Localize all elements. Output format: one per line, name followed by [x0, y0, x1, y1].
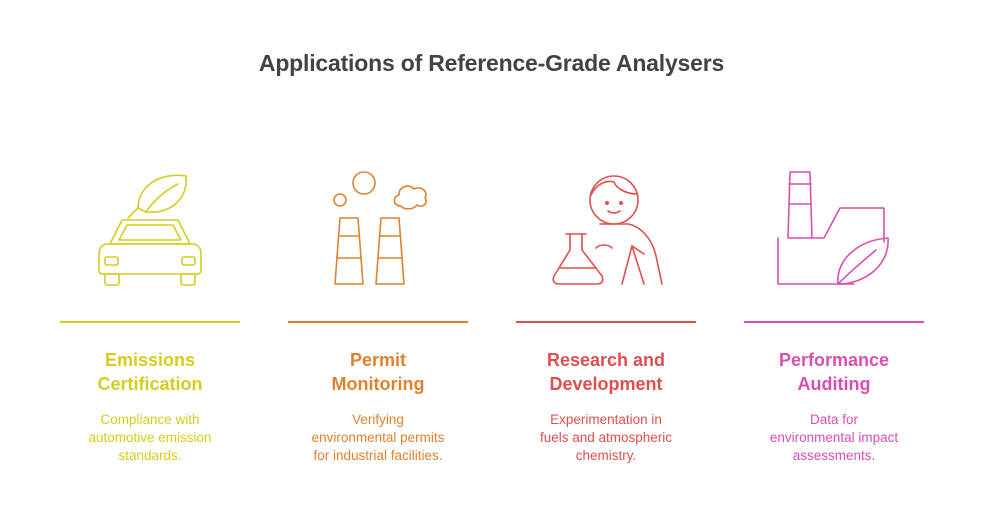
heading-line: Certification [97, 374, 203, 394]
description-line: fuels and atmospheric [539, 430, 673, 445]
car-leaf-icon [60, 160, 240, 295]
divider [60, 321, 240, 323]
item-description: Compliance with automotive emission stan… [50, 411, 250, 465]
item-description: Data for environmental impact assessment… [734, 411, 934, 465]
item-heading: Performance Auditing [744, 348, 924, 396]
heading-line: Monitoring [331, 374, 425, 394]
item-description: Experimentation in fuels and atmospheric… [506, 411, 706, 465]
description-line: Compliance with [100, 412, 200, 427]
heading-line: Performance [778, 350, 890, 370]
item-heading: Permit Monitoring [288, 348, 468, 396]
smokestacks-icon [288, 160, 468, 295]
heading-line: Research and [546, 350, 666, 370]
card-permit-monitoring: Permit Monitoring Verifying environmenta… [288, 160, 468, 463]
page-title: Applications of Reference-Grade Analyser… [258, 50, 725, 76]
description-line: automotive emission [88, 430, 212, 445]
description-line: Experimentation in [550, 412, 662, 427]
item-description: Verifying environmental permits for indu… [278, 411, 478, 465]
item-heading: Research and Development [516, 348, 696, 396]
heading-line: Development [549, 374, 663, 394]
divider [516, 321, 696, 323]
description-line: environmental impact [769, 430, 899, 445]
description-line: standards. [118, 448, 182, 463]
scientist-flask-icon [516, 160, 696, 295]
heading-line: Auditing [797, 374, 871, 394]
item-heading: Emissions Certification [60, 348, 240, 396]
description-line: Data for [809, 412, 859, 427]
description-line: Verifying [352, 412, 404, 427]
heading-line: Permit [349, 350, 407, 370]
card-performance-auditing: Performance Auditing Data for environmen… [744, 160, 924, 463]
heading-line: Emissions [104, 350, 196, 370]
card-emissions-certification: Emissions Certification Compliance with … [60, 160, 240, 463]
divider [288, 321, 468, 323]
description-line: chemistry. [575, 448, 637, 463]
factory-leaf-icon [744, 160, 924, 295]
card-research-development: Research and Development Experimentation… [516, 160, 696, 463]
description-line: for industrial facilities. [313, 448, 443, 463]
description-line: assessments. [792, 448, 876, 463]
description-line: environmental permits [311, 430, 445, 445]
divider [744, 321, 924, 323]
